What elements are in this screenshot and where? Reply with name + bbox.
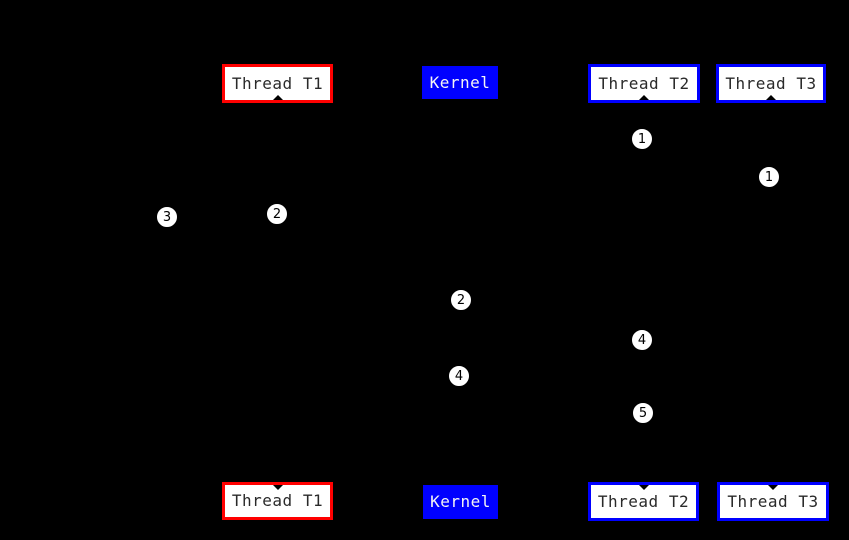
kernel-top-label: Kernel [429, 72, 491, 92]
step-marker-5: 5 [632, 402, 654, 424]
thread-t2-top-box: Thread T2 [588, 64, 700, 103]
step-marker-label: 1 [637, 131, 647, 147]
thread-t3-top-box: Thread T3 [716, 64, 826, 103]
kernel-bottom-box: Kernel [423, 485, 498, 519]
lifeline-tick [272, 95, 283, 100]
thread-t2-bottom-box: Thread T2 [588, 482, 699, 521]
step-marker-1b: 1 [758, 166, 780, 188]
lifeline-tick [638, 485, 649, 490]
kernel-top-box: Kernel [422, 66, 498, 99]
lifeline-tick [766, 95, 776, 100]
lifeline-tick [639, 95, 649, 100]
step-marker-label: 4 [637, 332, 647, 348]
step-marker-4a: 4 [631, 329, 653, 351]
step-marker-2b: 2 [450, 289, 472, 311]
step-marker-1a: 1 [631, 128, 653, 150]
step-marker-label: 1 [764, 169, 774, 185]
thread-t2-top-label: Thread T2 [598, 73, 690, 93]
thread-t1-top-label: Thread T1 [231, 73, 324, 93]
step-marker-label: 3 [162, 209, 172, 225]
kernel-bottom-label: Kernel [430, 492, 491, 511]
lifeline-tick [272, 485, 283, 490]
step-marker-3: 3 [156, 206, 178, 228]
thread-t3-top-label: Thread T3 [725, 73, 817, 93]
thread-t1-bottom-label: Thread T1 [231, 491, 324, 510]
lifeline-tick [768, 485, 778, 490]
step-marker-label: 4 [454, 368, 464, 384]
step-marker-label: 2 [272, 206, 282, 222]
thread-t2-bottom-label: Thread T2 [597, 491, 690, 511]
step-marker-label: 5 [638, 405, 648, 421]
thread-t1-bottom-box: Thread T1 [222, 482, 333, 520]
thread-t3-bottom-box: Thread T3 [717, 482, 829, 521]
step-marker-label: 2 [456, 292, 466, 308]
step-marker-2a: 2 [266, 203, 288, 225]
thread-t1-top-box: Thread T1 [222, 64, 333, 103]
step-marker-4b: 4 [448, 365, 470, 387]
thread-t3-bottom-label: Thread T3 [727, 491, 819, 511]
